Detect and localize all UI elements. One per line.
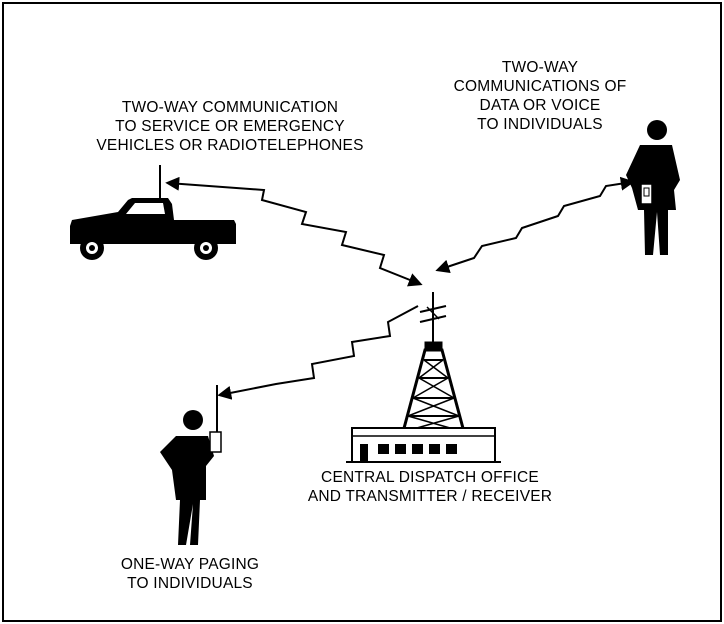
label-dispatch: CENTRAL DISPATCH OFFICE AND TRANSMITTER … [307,469,553,505]
person-with-pager-icon [160,385,222,545]
label-vehicles: TWO-WAY COMMUNICATION TO SERVICE OR EMER… [96,99,364,154]
person-with-radio-icon [626,120,680,255]
label-paging: ONE-WAY PAGING TO INDIVIDUALS [120,556,260,592]
lightning-link-icon [165,176,635,400]
label-two-way-individuals: TWO-WAY COMMUNICATIONS OF DATA OR VOICE … [453,59,627,133]
pickup-truck-icon [70,165,236,260]
dispatch-building-icon [346,427,501,463]
radio-tower-icon [401,292,466,434]
